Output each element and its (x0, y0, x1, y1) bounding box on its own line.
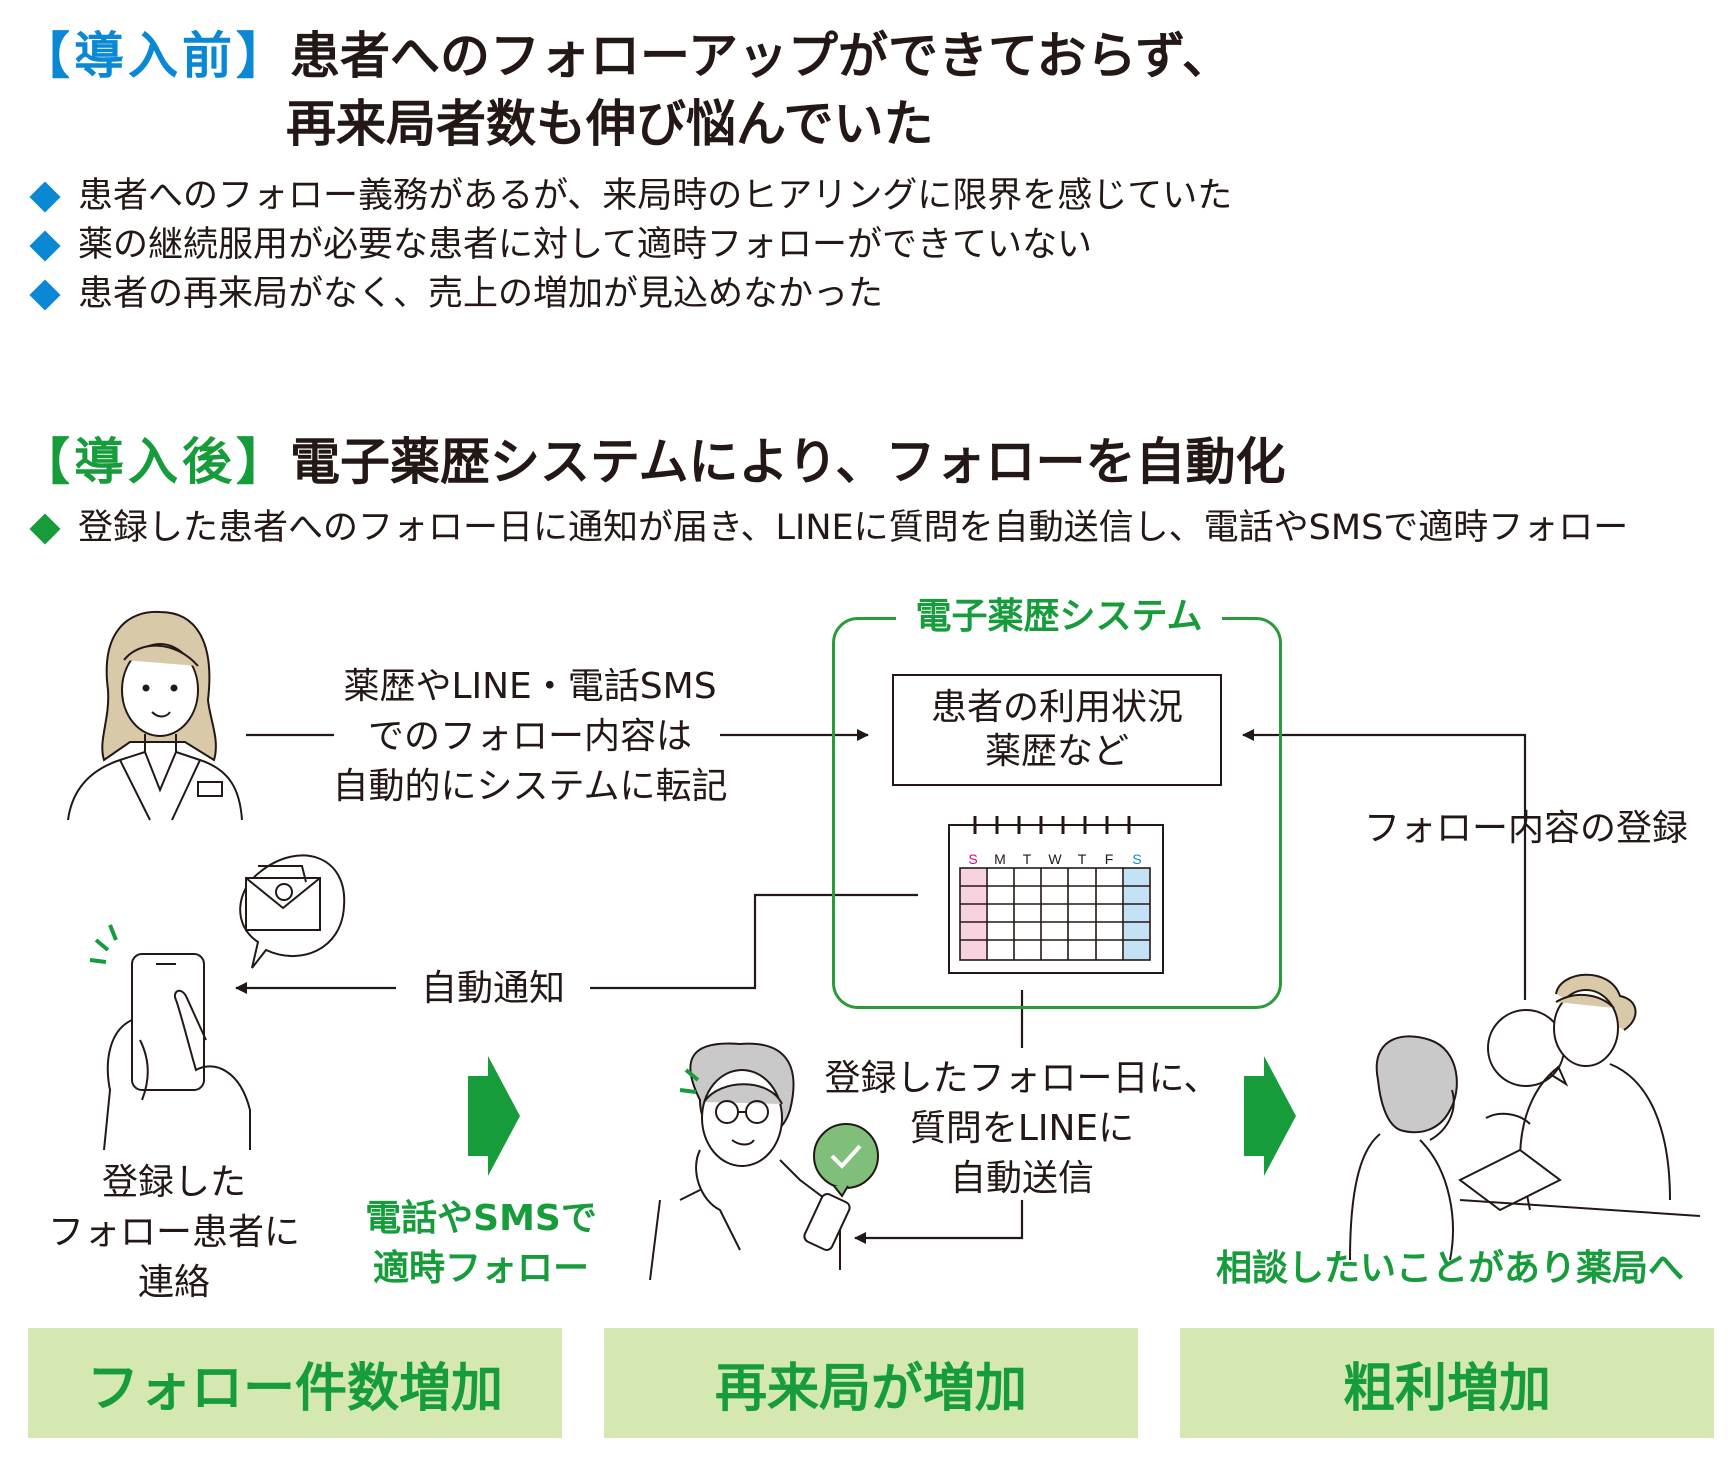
calendar-day-label: S (1132, 851, 1141, 867)
contact-line: フォロー患者に (47, 1212, 300, 1253)
before-bullet-text: 薬の継続服用が必要な患者に対して適時フォローができていない (78, 225, 1092, 265)
after-bullet-text: 登録した患者へのフォロー日に通知が届き、LINEに質問を自動送信し、電話やSMS… (78, 508, 1629, 548)
transcribe-line: 薬歴やLINE・電話SMS (343, 666, 717, 707)
before-heading: 【導入前】患者へのフォローアップができておらず、 再来局者数も伸び悩んでいた (20, 22, 1232, 158)
before-bullet-list: 患者へのフォロー義務があるが、来局時のヒアリングに限界を感じていた 薬の継続服用… (26, 172, 1232, 319)
before-title-line1: 患者へのフォローアップができておらず、 (290, 27, 1232, 85)
consultation-illustration (1349, 973, 1701, 1261)
transcribe-line: でのフォロー内容は (367, 716, 692, 757)
line-send-line: 質問をLINEに (909, 1108, 1135, 1149)
green-flow-arrow (1244, 1056, 1296, 1176)
calendar-day-label: T (1078, 851, 1087, 867)
register-followup-label: フォロー内容の登録 (1363, 808, 1688, 849)
calendar-day-label: M (994, 851, 1006, 867)
before-bullet-text: 患者へのフォロー義務があるが、来局時のヒアリングに限界を感じていた (78, 176, 1233, 216)
calendar-icon: S M T W T F S (948, 816, 1164, 974)
phone-sms-line: 電話やSMSで (365, 1198, 597, 1239)
after-bullet-item: 登録した患者へのフォロー日に通知が届き、LINEに質問を自動送信し、電話やSMS… (26, 504, 1628, 553)
result-box-follow-count: フォロー件数増加 (28, 1328, 562, 1438)
contact-line: 連絡 (137, 1262, 210, 1303)
consult-text: 相談したいことがあり薬局へ (1215, 1248, 1684, 1289)
info-box-line: 患者の利用状況 (930, 687, 1183, 728)
ehr-system-title: 電子薬歴システム (896, 592, 1222, 642)
calendar-day-label: T (1023, 851, 1032, 867)
before-bullet-item: 薬の継続服用が必要な患者に対して適時フォローができていない (26, 221, 1232, 270)
green-flow-arrow (468, 1056, 520, 1176)
result-box-gross-profit: 粗利増加 (1180, 1328, 1714, 1438)
line-send-line: 自動送信 (949, 1158, 1094, 1199)
arrow-register-followup (1242, 729, 1527, 1000)
calendar-day-label: F (1105, 851, 1114, 867)
arrow-line-send (854, 1200, 1024, 1244)
contact-line: 登録した (101, 1162, 246, 1203)
line-send-text: 登録したフォロー日に、 質問をLINEに 自動送信 (812, 1054, 1232, 1204)
phone-sms-text: 電話やSMSで 適時フォロー (336, 1194, 626, 1294)
transcribe-line: 自動的にシステムに転記 (332, 766, 728, 807)
elderly-woman-illustration (649, 1042, 879, 1281)
line-send-line: 登録したフォロー日に、 (824, 1058, 1220, 1099)
before-bullet-item: 患者の再来局がなく、売上の増加が見込めなかった (26, 270, 1232, 319)
before-bullet-text: 患者の再来局がなく、売上の増加が見込めなかった (78, 274, 884, 314)
before-bullet-item: 患者へのフォロー義務があるが、来局時のヒアリングに限界を感じていた (26, 172, 1232, 221)
after-bracket: 【導入後】 (20, 433, 290, 491)
auto-notify-label: 自動通知 (420, 968, 565, 1009)
after-bullet-list: 登録した患者へのフォロー日に通知が届き、LINEに質問を自動送信し、電話やSMS… (26, 504, 1628, 553)
phone-sms-line: 適時フォロー (372, 1248, 589, 1289)
connector-calendar (590, 893, 918, 990)
patient-info-box: 患者の利用状況 薬歴など (892, 674, 1222, 786)
connector-lines (235, 729, 1527, 1244)
after-heading: 【導入後】電子薬歴システムにより、フォローを自動化 (20, 430, 1286, 494)
pharmacist-illustration (67, 610, 243, 821)
calendar-day-label: W (1048, 851, 1062, 867)
phone-hand-illustration (89, 854, 346, 1151)
before-title-line2: 再来局者数も伸び悩んでいた (286, 95, 934, 153)
before-bracket: 【導入前】 (20, 27, 290, 85)
info-box-line: 薬歴など (984, 731, 1129, 772)
after-title: 電子薬歴システムにより、フォローを自動化 (290, 433, 1286, 491)
contact-text: 登録した フォロー患者に 連絡 (24, 1158, 324, 1308)
result-box-revisit: 再来局が増加 (604, 1328, 1138, 1438)
calendar-day-label: S (968, 851, 977, 867)
transcribe-text: 薬歴やLINE・電話SMS でのフォロー内容は 自動的にシステムに転記 (320, 662, 740, 812)
